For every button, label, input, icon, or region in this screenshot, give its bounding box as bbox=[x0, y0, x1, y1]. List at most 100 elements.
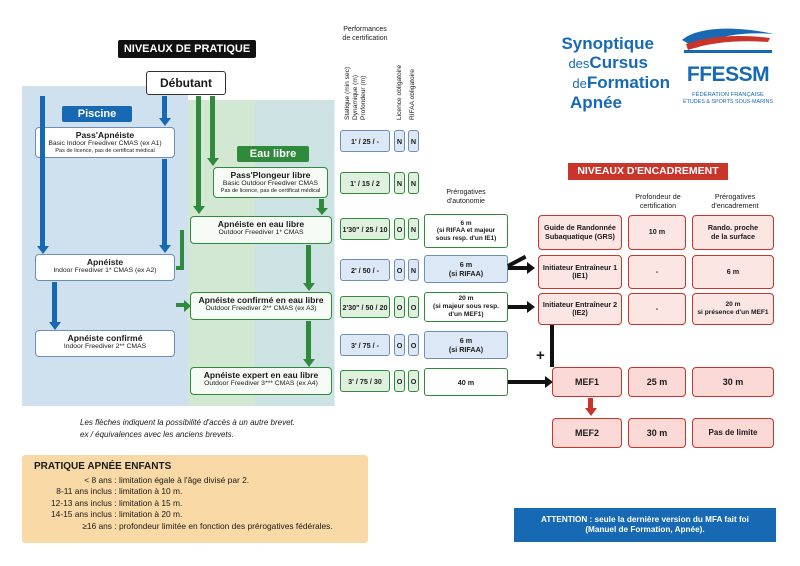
licence-cell-3: O bbox=[394, 218, 405, 240]
pass-apneiste-title: Pass'Apnéiste bbox=[75, 130, 135, 140]
apneiste-confirme-eau-libre-sub: Outdoor Freediver 2** CMAS (ex A3) bbox=[205, 305, 317, 312]
enc-ie1-prof: - bbox=[628, 255, 686, 289]
col-head-rifaa: RIFAA obligatoire bbox=[409, 69, 416, 120]
prerog-1: 6 m (si RIFAA et majeur sous resp. d'un … bbox=[424, 214, 508, 248]
arrow-blue-4 bbox=[52, 282, 57, 322]
apneiste-eau-libre-title: Apnéiste en eau libre bbox=[217, 219, 305, 229]
apneiste-expert-title: Apnéiste expert en eau libre bbox=[203, 370, 319, 380]
pass-plongeur-sub: Basic Outdoor Freediver CMAS bbox=[222, 180, 319, 187]
rifaa-cell-1: N bbox=[408, 130, 419, 152]
enfants-text: : limitation à 20 m. bbox=[112, 509, 183, 520]
ffessm-sub2: ÉTUDES & SPORTS SOUS-MARINS bbox=[682, 99, 774, 105]
arrow-blue-2-head bbox=[159, 118, 171, 126]
arrow-enc-3 bbox=[508, 305, 528, 309]
arrow-green-1 bbox=[196, 96, 201, 206]
enfants-text: : limitation à 10 m. bbox=[112, 486, 183, 497]
enfants-age: 14-15 ans inclus bbox=[51, 509, 112, 520]
perf-cell-2: 1' / 15 / 2 bbox=[340, 172, 390, 194]
performances-header: Performances de certification bbox=[342, 26, 388, 42]
perf-cell-4: 2' / 50 / - bbox=[340, 259, 390, 281]
enc-mef2-name: MEF2 bbox=[552, 418, 622, 448]
perf-cell-7: 3' / 75 / 30 bbox=[340, 370, 390, 392]
arrow-green-4-head bbox=[303, 283, 315, 291]
enfants-age: 12-13 ans inclus bbox=[51, 497, 112, 508]
rifaa-cell-3: N bbox=[408, 218, 419, 240]
debutant-box: Débutant bbox=[146, 71, 226, 95]
enfants-line: 12-13 ans inclus : limitation à 15 m. bbox=[22, 498, 368, 509]
enc-head-prof: Profondeur de certification bbox=[635, 192, 681, 210]
arrow-enc-3-head bbox=[527, 301, 535, 313]
rifaa-cell-2: N bbox=[408, 172, 419, 194]
arrow-blue-3 bbox=[162, 159, 167, 245]
debutant-label: Débutant bbox=[160, 76, 212, 90]
rifaa-cell-4: N bbox=[408, 259, 419, 281]
arrow-blue-4-head bbox=[49, 322, 61, 330]
enc-mef1-name: MEF1 bbox=[552, 367, 622, 397]
enc-ie2-prer: 20 m si présence d'un MEF1 bbox=[692, 293, 774, 325]
pass-plongeur-title: Pass'Plongeur libre bbox=[230, 170, 311, 180]
enc-head-prer: Prérogatives d'encadrement bbox=[711, 192, 759, 210]
arrow-green-3 bbox=[319, 199, 324, 208]
wave-logo-icon bbox=[682, 28, 774, 53]
rifaa-cell-7: O bbox=[408, 370, 419, 392]
licence-cell-4: O bbox=[394, 259, 405, 281]
rifaa-cell-6: O bbox=[408, 334, 419, 356]
title-l2b: Cursus bbox=[589, 53, 648, 72]
arrow-green-5-head bbox=[303, 359, 315, 367]
arrow-green-4 bbox=[306, 245, 311, 283]
arrow-enc-2-head bbox=[527, 262, 535, 274]
pass-apneiste-box: Pass'Apnéiste Basic Indoor Freediver CMA… bbox=[35, 127, 175, 158]
enc-mef1-prer: 30 m bbox=[692, 367, 774, 397]
title-l3a: de bbox=[572, 76, 587, 91]
arrow-blue-1-head bbox=[37, 246, 49, 254]
enc-mef1-prof: 25 m bbox=[628, 367, 686, 397]
licence-cell-2: N bbox=[394, 172, 405, 194]
prerog-3: 20 m (si majeur sous resp. d'un MEF1) bbox=[424, 292, 508, 322]
ffessm-name: FFESSM bbox=[686, 63, 770, 86]
note-1: Les flèches indiquent la possibilité d'a… bbox=[80, 418, 295, 427]
enfants-age: 8-11 ans inclus bbox=[56, 486, 112, 497]
enfants-text: : profondeur limitée en fonction des pré… bbox=[112, 520, 333, 531]
licence-cell-7: O bbox=[394, 370, 405, 392]
col-head-licence: Licence obligatoire bbox=[396, 65, 403, 120]
niveaux-encadrement-tag: NIVEAUX D'ENCADREMENT bbox=[568, 163, 728, 180]
pass-plongeur-sub2: Pas de licence, pas de certificat médica… bbox=[220, 188, 321, 194]
title-block: Synoptique desCursus deFormation Apnée bbox=[520, 34, 670, 112]
arrow-blue-1 bbox=[40, 96, 45, 246]
col-head-perf: Statique (min sec) Dynamique (m) Profond… bbox=[344, 66, 367, 120]
plus-sign: + bbox=[536, 347, 545, 364]
apneiste-sub: Indoor Freediver 1* CMAS (ex A2) bbox=[53, 267, 157, 274]
eau-libre-tag: Eau libre bbox=[237, 146, 309, 162]
enc-mef2-prof: 30 m bbox=[628, 418, 686, 448]
licence-cell-1: N bbox=[394, 130, 405, 152]
perf-cell-1: 1' / 25 / - bbox=[340, 130, 390, 152]
apneiste-confirme-eau-libre-box: Apnéiste confirmé en eau libre Outdoor F… bbox=[190, 292, 332, 320]
apneiste-confirme-box: Apnéiste confirmé Indoor Freediver 2** C… bbox=[35, 330, 175, 357]
perf-cell-3: 1'30" / 25 / 10 bbox=[340, 218, 390, 240]
ffessm-logo: FFESSM FÉDÉRATION FRANÇAISE ÉTUDES & SPO… bbox=[678, 22, 778, 114]
apneiste-expert-sub: Outdoor Freediver 3*** CMAS (ex A4) bbox=[204, 380, 318, 387]
title-l3b: Formation bbox=[586, 73, 670, 92]
arrow-blue-3-head bbox=[159, 245, 171, 253]
enfants-lines: < 8 ans : limitation égale à l'âge divis… bbox=[22, 475, 368, 532]
perf-cell-5: 2'30" / 50 / 20 bbox=[340, 296, 390, 318]
pass-plongeur-box: Pass'Plongeur libre Basic Outdoor Freedi… bbox=[213, 167, 328, 198]
enc-ie2-prof: - bbox=[628, 293, 686, 325]
arrow-enc-5 bbox=[550, 325, 554, 367]
arrow-green-1-head bbox=[193, 206, 205, 214]
enfants-age: ≥16 ans bbox=[82, 520, 112, 531]
ffessm-sub1: FÉDÉRATION FRANÇAISE bbox=[692, 92, 764, 98]
piscine-tag: Piscine bbox=[62, 106, 132, 122]
enfants-box: PRATIQUE APNÉE ENFANTS < 8 ans : limitat… bbox=[22, 455, 368, 543]
apneiste-eau-libre-sub: Outdoor Freediver 1* CMAS bbox=[218, 229, 304, 236]
prerog-4: 6 m (si RIFAA) bbox=[424, 331, 508, 359]
arrow-green-3-head bbox=[316, 208, 328, 215]
arrow-red-head bbox=[585, 408, 597, 416]
arrow-enc-4-head bbox=[545, 376, 553, 388]
enfants-line: 14-15 ans inclus : limitation à 20 m. bbox=[22, 509, 368, 520]
apneiste-confirme-title: Apnéiste confirmé bbox=[67, 333, 143, 343]
arrow-red bbox=[588, 398, 593, 410]
apneiste-confirme-sub: Indoor Freediver 2** CMAS bbox=[63, 343, 147, 350]
rifaa-cell-5: O bbox=[408, 296, 419, 318]
enfants-text: : limitation à 15 m. bbox=[112, 497, 183, 508]
